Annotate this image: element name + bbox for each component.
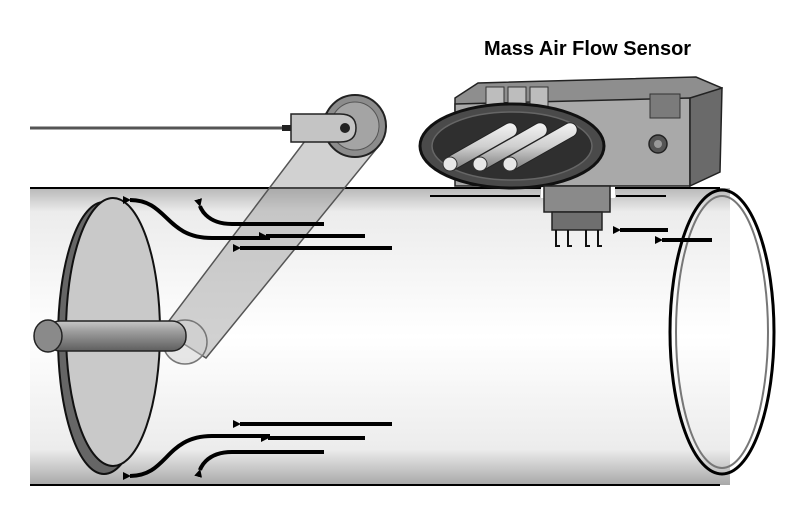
sensor-housing [418, 76, 723, 247]
flap-plate [33, 197, 187, 475]
air-flow-arrows [122, 195, 712, 481]
diagram-title: Mass Air Flow Sensor [484, 38, 692, 60]
connector-pins [442, 122, 578, 172]
diagram-title-row: Mass Air Flow Sensor [0, 38, 801, 66]
